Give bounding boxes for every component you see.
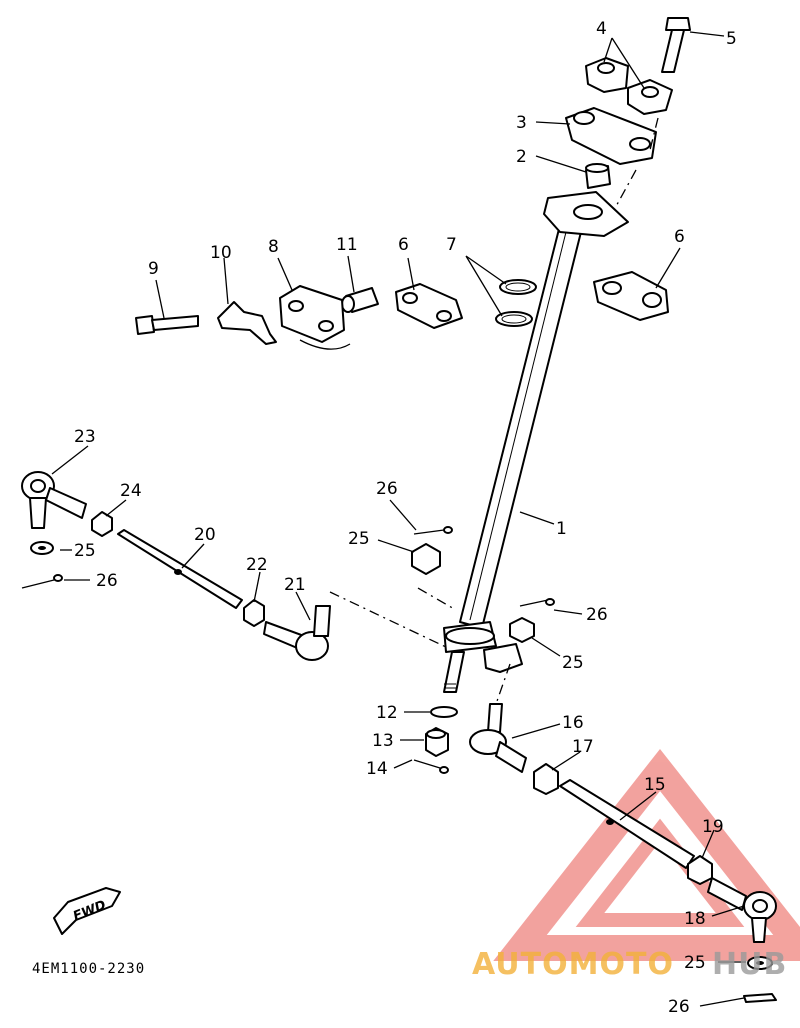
- pin-26-bottom: [699, 993, 777, 1007]
- callout-25-left: 25: [74, 541, 96, 561]
- callout-21: 21: [284, 575, 306, 595]
- callout-26-right: 26: [586, 605, 608, 625]
- nut-17: [533, 763, 559, 795]
- callout-14: 14: [366, 759, 388, 779]
- callout-3: 3: [516, 113, 527, 133]
- bolt-5: [661, 17, 691, 73]
- nut-25-right: [509, 617, 535, 643]
- callout-23: 23: [74, 427, 96, 447]
- callout-5: 5: [726, 29, 737, 49]
- holder-6-right: [593, 271, 669, 321]
- watermark-part1: AUTOMOTO: [472, 947, 674, 982]
- pin-14: [413, 759, 449, 774]
- callout-16: 16: [562, 713, 584, 733]
- callout-1: 1: [556, 519, 567, 539]
- tie-rod-20: [117, 529, 243, 609]
- collar-11: [341, 287, 379, 313]
- clips-7: [495, 279, 537, 327]
- callouts: 4 5 3 2 6 7 6 11 8 10 9 23 24 25 26 20 2…: [74, 19, 737, 1017]
- washer-25-bottom: [747, 956, 773, 970]
- callout-7: 7: [446, 235, 457, 255]
- callout-13: 13: [372, 731, 394, 751]
- callout-15: 15: [644, 775, 666, 795]
- tie-rod-end-16: [469, 703, 527, 773]
- leader-lines: [51, 31, 746, 963]
- callout-12: 12: [376, 703, 398, 723]
- callout-26-left: 26: [96, 571, 118, 591]
- bolt-9: [135, 315, 199, 335]
- callout-11: 11: [336, 235, 358, 255]
- callout-19: 19: [702, 817, 724, 837]
- watermark-part2: HUB: [712, 947, 787, 982]
- nut-24: [91, 511, 113, 537]
- holder-6-left: [395, 283, 463, 329]
- nut-13: [425, 727, 449, 757]
- callout-18: 18: [684, 909, 706, 929]
- nut-25-center: [411, 543, 441, 575]
- pin-26-right: [519, 598, 555, 607]
- callout-6-left: 6: [398, 235, 409, 255]
- steering-column: [443, 191, 629, 693]
- tie-rod-end-23: [21, 471, 87, 529]
- fwd-arrow: FWD: [53, 887, 121, 935]
- callout-17: 17: [572, 737, 594, 757]
- washer-25-left: [30, 541, 54, 555]
- callout-10: 10: [210, 243, 232, 263]
- callout-4: 4: [596, 19, 607, 39]
- bushing-2: [585, 163, 611, 189]
- callout-20: 20: [194, 525, 216, 545]
- lockplate-10: [217, 301, 277, 345]
- tie-rod-15: [559, 779, 695, 869]
- tie-rod-end-21: [263, 605, 331, 661]
- washer-12: [430, 706, 458, 718]
- assembly-lines: [329, 117, 659, 705]
- callout-22: 22: [246, 555, 268, 575]
- callout-9: 9: [148, 259, 159, 279]
- diagram-code: 4EM1100-2230: [32, 961, 145, 977]
- callout-26-center: 26: [376, 479, 398, 499]
- callout-8: 8: [268, 237, 279, 257]
- bracket-3: [565, 107, 657, 165]
- callout-26-bottom: 26: [668, 997, 690, 1017]
- pin-26-center: [413, 526, 453, 535]
- holder-4: [585, 57, 673, 115]
- bracket-8: [279, 285, 351, 350]
- callout-6-right: 6: [674, 227, 685, 247]
- callout-24: 24: [120, 481, 142, 501]
- callout-25-bottom: 25: [684, 953, 706, 973]
- callout-25-center: 25: [348, 529, 370, 549]
- callout-25-right: 25: [562, 653, 584, 673]
- pin-26-left: [21, 574, 63, 589]
- nut-22: [243, 599, 265, 627]
- callout-2: 2: [516, 147, 527, 167]
- watermark-text: AUTOMOTO HUB: [472, 947, 787, 982]
- tie-rod-end-18: [707, 877, 777, 943]
